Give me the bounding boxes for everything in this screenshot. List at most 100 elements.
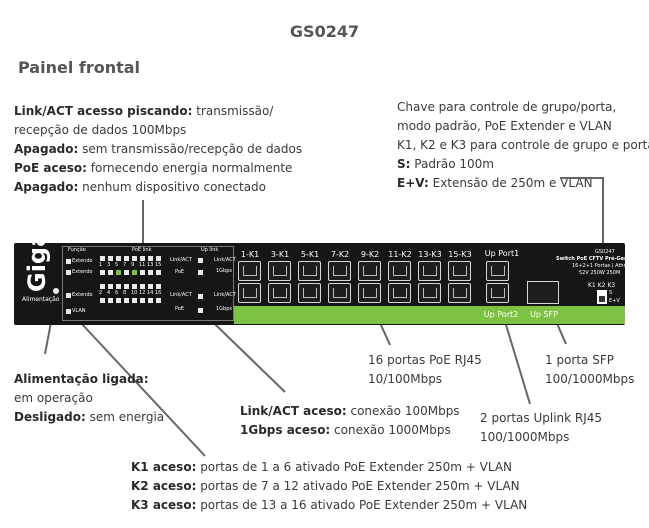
port-contact-icon — [393, 288, 407, 298]
extendo-label-3: Extendo — [72, 292, 93, 298]
led-number: 13 — [147, 262, 154, 268]
port-contact-icon — [363, 288, 377, 298]
port-label-band — [234, 306, 625, 324]
port-contact-icon — [273, 266, 287, 276]
port-label-top: 13-K3 — [418, 250, 442, 259]
port-contact-icon — [243, 266, 257, 276]
led-number: 16 — [155, 290, 162, 296]
rj45-port[interactable] — [358, 283, 381, 303]
up-port1[interactable] — [486, 261, 509, 281]
link-led — [108, 256, 113, 261]
up-port1-label: Up Port1 — [484, 249, 520, 258]
vlan-label: VLAN — [72, 308, 86, 314]
desc-line-3: 52V 250W 250M — [579, 270, 621, 276]
rj45-port[interactable] — [238, 261, 261, 281]
rj45-port[interactable] — [328, 261, 351, 281]
desc-line-1: Switch PoE CFTV Pré-Gerenciado — [556, 256, 649, 262]
link-led — [148, 256, 153, 261]
poe-label-1: PoE — [175, 269, 185, 275]
link-led — [140, 284, 145, 289]
poe-led — [140, 270, 145, 275]
power-note: Alimentação ligada: em operação Desligad… — [14, 372, 165, 424]
port-contact-icon — [243, 288, 257, 298]
up-sfp-label: Up SFP — [530, 310, 558, 319]
port-label-top: 11-K2 — [388, 250, 412, 259]
port-contact-icon — [453, 288, 467, 298]
led-number: 15 — [155, 262, 162, 268]
desc-line-2: 16+2+1 Portas | Athre — [572, 263, 629, 269]
port-label-top: 3-K1 — [270, 250, 290, 259]
poe-ports-note: 16 portas PoE RJ45 10/100Mbps — [368, 353, 482, 386]
function-led — [66, 259, 71, 264]
link-led — [132, 256, 137, 261]
poe-led — [124, 270, 129, 275]
poe-led — [132, 270, 137, 275]
rj45-port[interactable] — [298, 261, 321, 281]
link-act-label-1: Link/ACT — [170, 257, 192, 263]
link-act-label-3: Link/ACT — [214, 257, 236, 263]
rj45-port[interactable] — [418, 261, 441, 281]
up-port2[interactable] — [486, 283, 509, 303]
port-label-top: 5-K1 — [300, 250, 320, 259]
function-led — [66, 309, 71, 314]
sfp-note: 1 porta SFP 100/1000Mbps — [545, 353, 635, 386]
poe-label-2: PoE — [175, 306, 185, 312]
up-sfp-port[interactable] — [527, 281, 559, 304]
rj45-port[interactable] — [268, 283, 291, 303]
gbps-label-1: 1Gbps — [216, 268, 233, 274]
link-act-label-2: Link/ACT — [170, 292, 192, 298]
poe-led — [108, 298, 113, 303]
funcao-label: Função — [68, 247, 86, 253]
rj45-port[interactable] — [388, 283, 411, 303]
power-led — [53, 288, 59, 294]
section-subtitle: Painel frontal — [18, 58, 141, 77]
rj45-port[interactable] — [358, 261, 381, 281]
led-number: 12 — [139, 290, 146, 296]
s-label: S — [609, 290, 613, 296]
rj45-port[interactable] — [418, 283, 441, 303]
led-number: 5 — [115, 262, 119, 268]
poe-led — [124, 298, 129, 303]
poe-link-label: PoE link — [132, 247, 152, 253]
model-label: GS0247 — [595, 249, 615, 255]
extendo-label-2: Extendo — [72, 269, 93, 275]
uplink-led — [198, 308, 203, 313]
rj45-port[interactable] — [298, 283, 321, 303]
switch-k-labels: K1 K2 K3 — [588, 282, 616, 289]
poe-led — [116, 298, 121, 303]
led-status-note: Link/ACT acesso piscando: transmissão/ r… — [14, 104, 303, 194]
rj45-port[interactable] — [268, 261, 291, 281]
uplink-led — [198, 270, 203, 275]
led-number: 2 — [99, 290, 103, 296]
rj45-port[interactable] — [448, 261, 471, 281]
port-label-top: 15-K3 — [448, 250, 472, 259]
port-contact-icon — [393, 266, 407, 276]
led-number: 11 — [139, 262, 146, 268]
extendo-label-1: Extendo — [72, 258, 93, 264]
poe-led — [132, 298, 137, 303]
rj45-port[interactable] — [238, 283, 261, 303]
port-contact-icon — [453, 266, 467, 276]
ev-label: E+V — [609, 298, 620, 304]
rj45-port[interactable] — [328, 283, 351, 303]
poe-led — [156, 298, 161, 303]
function-led — [66, 270, 71, 275]
up-port2-label: Up Port2 — [483, 310, 519, 319]
line-k — [80, 322, 206, 457]
poe-led — [100, 298, 105, 303]
led-panel — [62, 246, 234, 321]
link-led — [124, 256, 129, 261]
led-number: 7 — [123, 262, 127, 268]
up-link-label: Up link — [201, 247, 219, 253]
port-contact-icon — [303, 266, 317, 276]
link-led — [156, 256, 161, 261]
led-number: 1 — [99, 262, 103, 268]
function-led — [66, 293, 71, 298]
port-contact-icon — [423, 288, 437, 298]
rj45-port[interactable] — [388, 261, 411, 281]
rj45-port[interactable] — [448, 283, 471, 303]
link-led — [124, 284, 129, 289]
poe-led — [148, 270, 153, 275]
led-number: 3 — [107, 262, 111, 268]
link-led — [116, 284, 121, 289]
